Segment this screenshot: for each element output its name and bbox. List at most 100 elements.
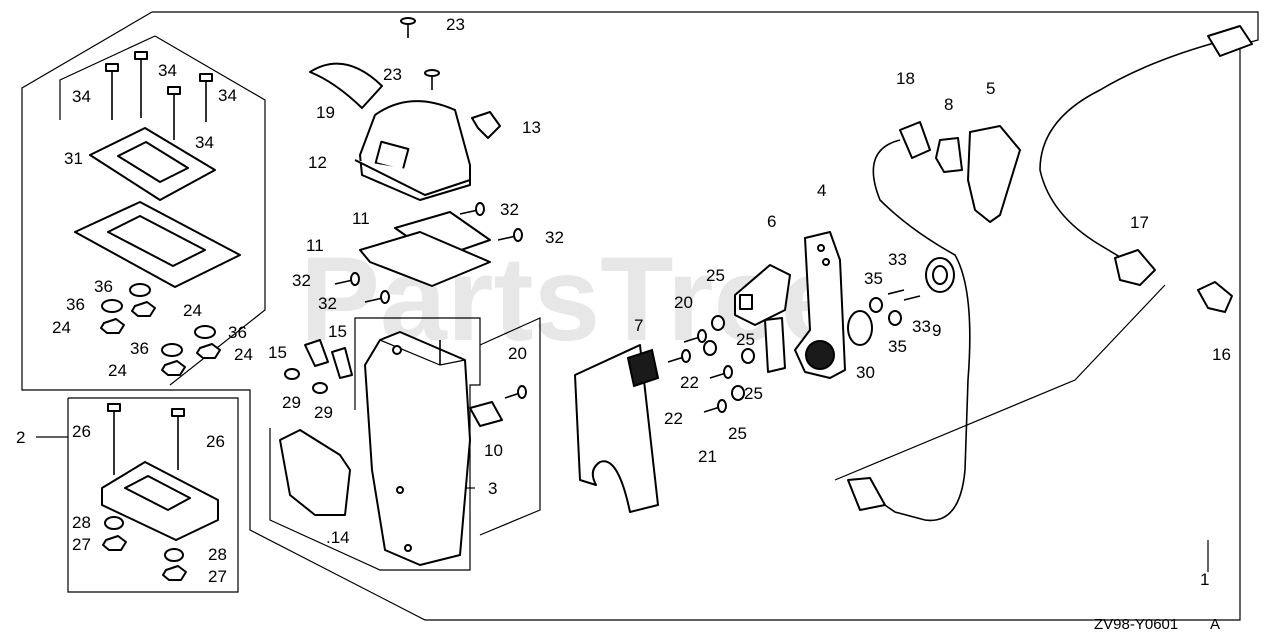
callout-7: 7 [634, 316, 643, 335]
callout-14: .14 [326, 528, 350, 547]
callout-36: 36 [66, 295, 85, 314]
top-cover-12 [354, 100, 471, 201]
callout-22: 22 [680, 373, 699, 392]
screw-20-a [683, 329, 707, 343]
nut-24-c [196, 343, 221, 359]
cap-8 [935, 137, 963, 173]
callout-27: 27 [208, 567, 227, 586]
callout-35: 35 [864, 269, 883, 288]
connector-17 [1114, 249, 1156, 286]
nut-27-b [162, 565, 187, 581]
washer-28-a [104, 516, 124, 530]
callout-32: 32 [318, 294, 337, 313]
callout-10: 10 [484, 441, 503, 460]
callout-34: 34 [72, 87, 91, 106]
spacer-group-2 [67, 397, 239, 593]
harness-right [1039, 39, 1226, 261]
screw-29-a [284, 368, 300, 380]
callout-19: 19 [316, 103, 335, 122]
bracket-10 [469, 401, 503, 427]
callout-3: 3 [488, 479, 497, 498]
nut-27-a [102, 535, 127, 551]
washer-35-a [869, 297, 883, 313]
callout-25: 25 [706, 266, 725, 285]
washer-28-b [164, 548, 184, 562]
mount-hardware-group [59, 35, 266, 386]
screw-22-a [667, 349, 691, 363]
cover-plate-14 [279, 429, 351, 516]
plug-top-right [1207, 25, 1253, 57]
callout-28: 28 [208, 545, 227, 564]
housing-bracket-box [269, 317, 481, 571]
callout-32: 32 [500, 200, 519, 219]
callout-labels: 23 23 19 12 13 11 11 32 32 32 32 34 34 3… [16, 15, 1231, 589]
callout-33: 33 [888, 250, 907, 269]
screw-29-b [312, 382, 328, 394]
cover-strip-19 [309, 62, 383, 109]
clip-15-b [331, 347, 353, 379]
callout-36: 36 [130, 339, 149, 358]
callout-20: 20 [674, 293, 693, 312]
callout-12: 12 [308, 153, 327, 172]
control-housing-3 [364, 331, 471, 566]
callout-29: 29 [314, 403, 333, 422]
grommet-9 [925, 257, 955, 293]
screw-33-b [903, 295, 921, 301]
washer-36-a [129, 283, 151, 297]
callout-29: 29 [282, 393, 301, 412]
callout-26: 26 [206, 432, 225, 451]
screw-21 [703, 399, 727, 413]
lever-4 [794, 231, 846, 379]
washer-25-c [741, 348, 755, 364]
plug-7 [626, 348, 660, 388]
callout-17: 17 [1130, 213, 1149, 232]
screw-23-top [400, 17, 416, 38]
callout-25: 25 [736, 330, 755, 349]
callout-34: 34 [158, 61, 177, 80]
callout-35: 35 [888, 337, 907, 356]
switch-5 [967, 125, 1021, 223]
bolt-34-b [134, 51, 148, 118]
callout-21: 21 [698, 447, 717, 466]
callout-31: 31 [64, 149, 83, 168]
nut-24-b [100, 318, 125, 334]
callout-30: 30 [856, 363, 875, 382]
callout-4: 4 [817, 181, 826, 200]
callout-6: 6 [767, 212, 776, 231]
washer-35-b [888, 310, 902, 326]
callout-36: 36 [94, 277, 113, 296]
callout-1: 1 [1200, 570, 1209, 589]
callout-16: 16 [1212, 345, 1231, 364]
washer-25-a [711, 315, 725, 331]
callout-8: 8 [944, 95, 953, 114]
bolt-34-c [167, 86, 181, 140]
screw-23-mid [424, 69, 440, 90]
diagram-code: ZV98-Y0601 [1094, 616, 1178, 633]
nut-24-d [161, 360, 186, 376]
callout-34: 34 [218, 86, 237, 105]
washer-36-d [161, 343, 183, 357]
callout-25: 25 [728, 424, 747, 443]
gasket-sheet [574, 344, 659, 513]
washer-25-d [731, 385, 745, 401]
assembly-outline [21, 11, 1259, 621]
callout-36: 36 [228, 323, 247, 342]
callout-23: 23 [383, 65, 402, 84]
screw-22-b [709, 365, 733, 379]
washer-25-b [703, 340, 717, 356]
callout-5: 5 [986, 79, 995, 98]
screw-32-b [497, 228, 523, 242]
screw-32-d [364, 290, 390, 304]
callout-32: 32 [545, 228, 564, 247]
callout-27: 27 [72, 535, 91, 554]
callout-24: 24 [52, 318, 71, 337]
callout-22: 22 [664, 409, 683, 428]
callout-18: 18 [896, 69, 915, 88]
callout-24: 24 [183, 301, 202, 320]
wiring-box [834, 284, 1166, 481]
bolt-34-a [105, 63, 119, 120]
callout-28: 28 [72, 513, 91, 532]
connector-18 [899, 121, 931, 159]
connector-end [847, 477, 886, 511]
